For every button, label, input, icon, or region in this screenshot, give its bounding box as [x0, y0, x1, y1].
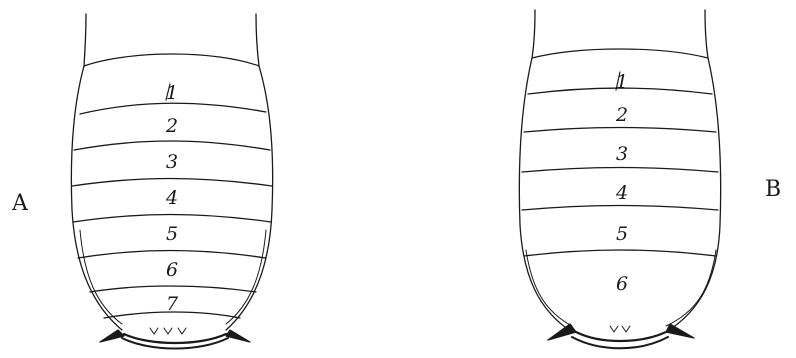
segment-number-b-1: 1 — [616, 71, 628, 93]
segment-number-b-6: 6 — [616, 273, 628, 295]
segment-number-a-1: 1 — [166, 82, 178, 104]
terminal-spines-a — [100, 328, 250, 349]
abdomen-drawing-b: 1 2 3 4 5 6 — [519, 10, 720, 348]
segment-number-b-4: 4 — [615, 182, 628, 204]
segment-number-a-6: 6 — [166, 259, 178, 281]
segment-number-a-5: 5 — [166, 223, 178, 245]
thorax-b — [532, 10, 708, 58]
segment-number-a-7: 7 — [166, 293, 179, 315]
terminal-spines-b — [548, 324, 694, 348]
thorax-a — [84, 14, 259, 66]
abdomen-drawing-a: 1 2 3 4 5 6 7 — [71, 14, 272, 349]
segment-number-b-5: 5 — [616, 223, 628, 245]
segment-number-b-3: 3 — [616, 143, 628, 165]
panel-label-a: A — [11, 191, 29, 216]
segment-number-b-2: 2 — [615, 104, 628, 126]
segment-number-a-3: 3 — [166, 151, 178, 173]
segment-number-a-2: 2 — [165, 115, 178, 137]
panel-label-b: B — [765, 177, 781, 202]
segment-number-a-4: 4 — [165, 187, 178, 209]
